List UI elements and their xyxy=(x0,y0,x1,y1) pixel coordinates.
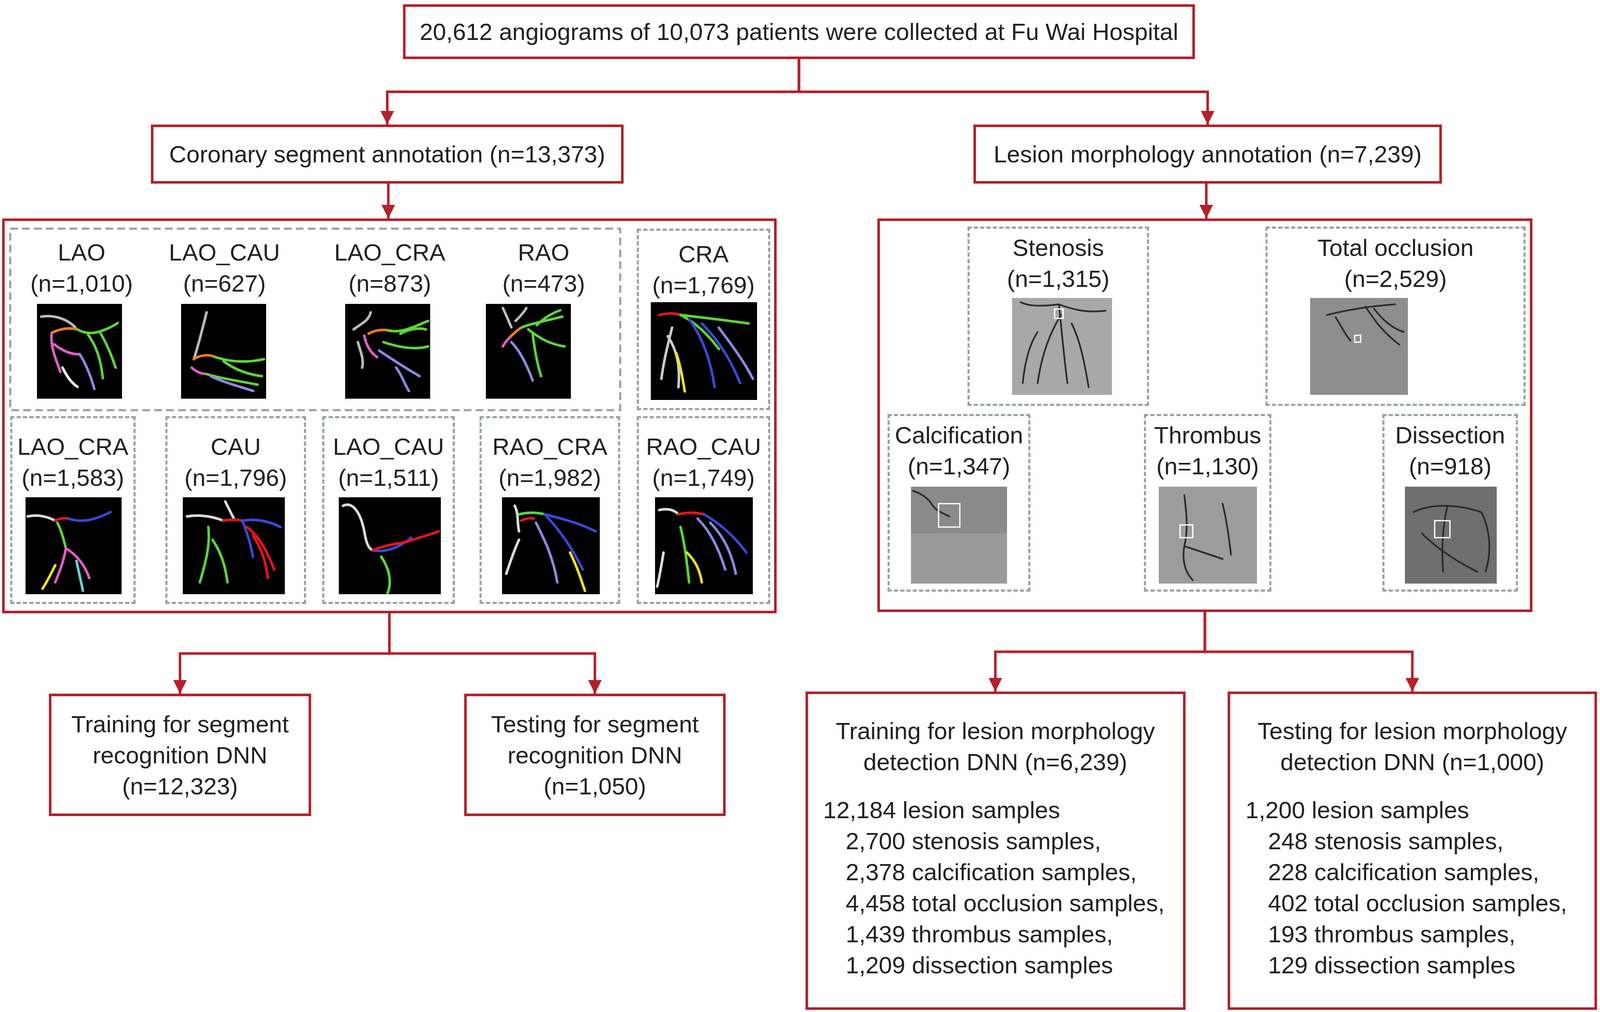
count-label: (n=1,583) xyxy=(21,462,125,494)
view-name: LAO xyxy=(57,236,106,268)
box-title: Testing for segment recognition DNN (n=1… xyxy=(475,708,715,802)
box-title: Training for lesion morphology detection… xyxy=(823,715,1168,778)
view-name: CRA xyxy=(678,238,729,270)
view-panel: LAO_CAU(n=1,511) xyxy=(322,416,455,605)
view-name: RAO_CAU xyxy=(646,431,762,463)
count-label: (n=627) xyxy=(183,267,267,299)
view-name: LAO_CRA xyxy=(334,236,446,268)
view-name: RAO xyxy=(517,236,570,268)
view-panel: CAU(n=1,796) xyxy=(165,416,307,605)
view-panel: CRA(n=1,769) xyxy=(636,228,771,411)
connector-arrow xyxy=(387,59,800,125)
angiogram-thumbnail xyxy=(345,303,431,399)
angiogram-thumbnail xyxy=(655,497,753,595)
sample-line: 4,458 total occlusion samples, xyxy=(845,887,1165,919)
lesion-panel: Total occlusion(n=2,529) xyxy=(1265,226,1526,406)
sample-line: 248 stenosis samples, xyxy=(1268,825,1504,857)
view-panel: RAO_CRA(n=1,982) xyxy=(479,416,621,605)
count-label: (n=1,749) xyxy=(652,462,755,494)
sample-line: 129 dissection samples xyxy=(1268,949,1516,981)
count-label: (n=873) xyxy=(348,267,432,299)
dataset-box: Testing for lesion morphology detection … xyxy=(1227,691,1598,1010)
count-label: (n=1,796) xyxy=(184,462,287,494)
box-title: Testing for lesion morphology detection … xyxy=(1245,715,1580,778)
view-name: Thrombus xyxy=(1154,419,1262,451)
box-title: Lesion morphology annotation (n=7,239) xyxy=(993,138,1422,170)
view-name: Dissection xyxy=(1395,419,1505,451)
group-panel: LAO(n=1,010)LAO_CAU(n=627)LAO_CRA(n=873)… xyxy=(2,218,777,614)
connector-arrow xyxy=(180,613,390,694)
lesion-panel: Calcification(n=1,347) xyxy=(887,414,1031,592)
view-panel: LAO_CRA(n=873) xyxy=(328,232,452,406)
angiogram-thumbnail xyxy=(910,486,1008,584)
sample-line: 193 thrombus samples, xyxy=(1268,918,1516,950)
angiogram-thumbnail xyxy=(182,497,285,595)
annotation-box: Lesion morphology annotation (n=7,239) xyxy=(973,124,1442,184)
count-label: (n=2,529) xyxy=(1344,263,1447,295)
count-label: (n=1,769) xyxy=(652,269,755,301)
view-name: LAO_CAU xyxy=(332,431,444,463)
sample-line: 228 calcification samples, xyxy=(1268,856,1540,888)
lesion-panel: Stenosis(n=1,315) xyxy=(967,226,1149,406)
angiogram-thumbnail xyxy=(1012,297,1113,395)
sample-line: 402 total occlusion samples, xyxy=(1268,887,1568,919)
sample-line: 12,184 lesion samples xyxy=(823,794,1061,826)
box-title: Coronary segment annotation (n=13,373) xyxy=(169,138,606,170)
sample-line: 1,200 lesion samples xyxy=(1245,794,1470,826)
group-panel: Stenosis(n=1,315) Total occlusion(n=2,529… xyxy=(877,218,1533,613)
count-label: (n=1,982) xyxy=(498,462,602,494)
angiogram-thumbnail xyxy=(650,302,758,400)
view-panel: RAO_CAU(n=1,749) xyxy=(636,416,771,605)
sample-line: 2,378 calcification samples, xyxy=(845,856,1138,888)
dataset-box: Testing for segment recognition DNN (n=1… xyxy=(464,693,726,817)
view-name: CAU xyxy=(210,431,261,463)
view-panel: LAO(n=1,010) xyxy=(20,232,143,406)
view-name: RAO_CRA xyxy=(492,431,608,463)
sample-line: 2,700 stenosis samples, xyxy=(845,825,1102,857)
angiogram-thumbnail xyxy=(1310,297,1408,395)
dataset-box: Training for segment recognition DNN (n=… xyxy=(48,693,312,817)
view-panel: RAO(n=473) xyxy=(482,232,605,406)
view-name: Calcification xyxy=(894,419,1024,451)
view-name: LAO_CAU xyxy=(168,236,280,268)
annotation-box: Coronary segment annotation (n=13,373) xyxy=(150,124,624,184)
sample-line: 1,439 thrombus samples, xyxy=(845,918,1114,950)
angiogram-thumbnail xyxy=(502,497,600,595)
box-title: 20,612 angiograms of 10,073 patients wer… xyxy=(419,16,1179,48)
connector-arrow xyxy=(1205,183,1208,219)
count-label: (n=1,130) xyxy=(1156,450,1259,482)
view-name: Total occlusion xyxy=(1317,232,1474,264)
count-label: (n=1,511) xyxy=(337,462,439,494)
angiogram-thumbnail xyxy=(338,497,441,595)
dashed-group xyxy=(10,228,621,411)
view-name: LAO_CRA xyxy=(17,431,129,463)
connector-arrow xyxy=(387,183,390,219)
angiogram-thumbnail xyxy=(25,497,122,595)
lesion-panel: Dissection(n=918) xyxy=(1382,414,1518,592)
box-title: Training for segment recognition DNN (n=… xyxy=(59,708,301,802)
source-box: 20,612 angiograms of 10,073 patients wer… xyxy=(402,4,1195,60)
count-label: (n=1,010) xyxy=(30,267,133,299)
connector-arrow xyxy=(799,59,1209,125)
connector-arrow xyxy=(1205,612,1413,692)
count-label: (n=473) xyxy=(502,267,586,299)
connector-arrow xyxy=(389,613,596,694)
angiogram-thumbnail xyxy=(1404,486,1497,584)
angiogram-thumbnail xyxy=(181,303,267,399)
view-name: Stenosis xyxy=(1012,232,1104,264)
angiogram-thumbnail xyxy=(1158,486,1257,584)
dataset-box: Training for lesion morphology detection… xyxy=(805,691,1186,1010)
angiogram-thumbnail xyxy=(485,303,571,399)
count-label: (n=918) xyxy=(1408,450,1492,482)
angiogram-thumbnail xyxy=(36,303,122,399)
lesion-panel: Thrombus(n=1,130) xyxy=(1143,414,1272,592)
connector-arrow xyxy=(995,612,1206,692)
count-label: (n=1,315) xyxy=(1007,263,1110,295)
view-panel: LAO_CAU(n=627) xyxy=(163,232,286,406)
view-panel: LAO_CRA(n=1,583) xyxy=(10,416,136,605)
count-label: (n=1,347) xyxy=(907,450,1010,482)
sample-line: 1,209 dissection samples xyxy=(845,949,1114,981)
